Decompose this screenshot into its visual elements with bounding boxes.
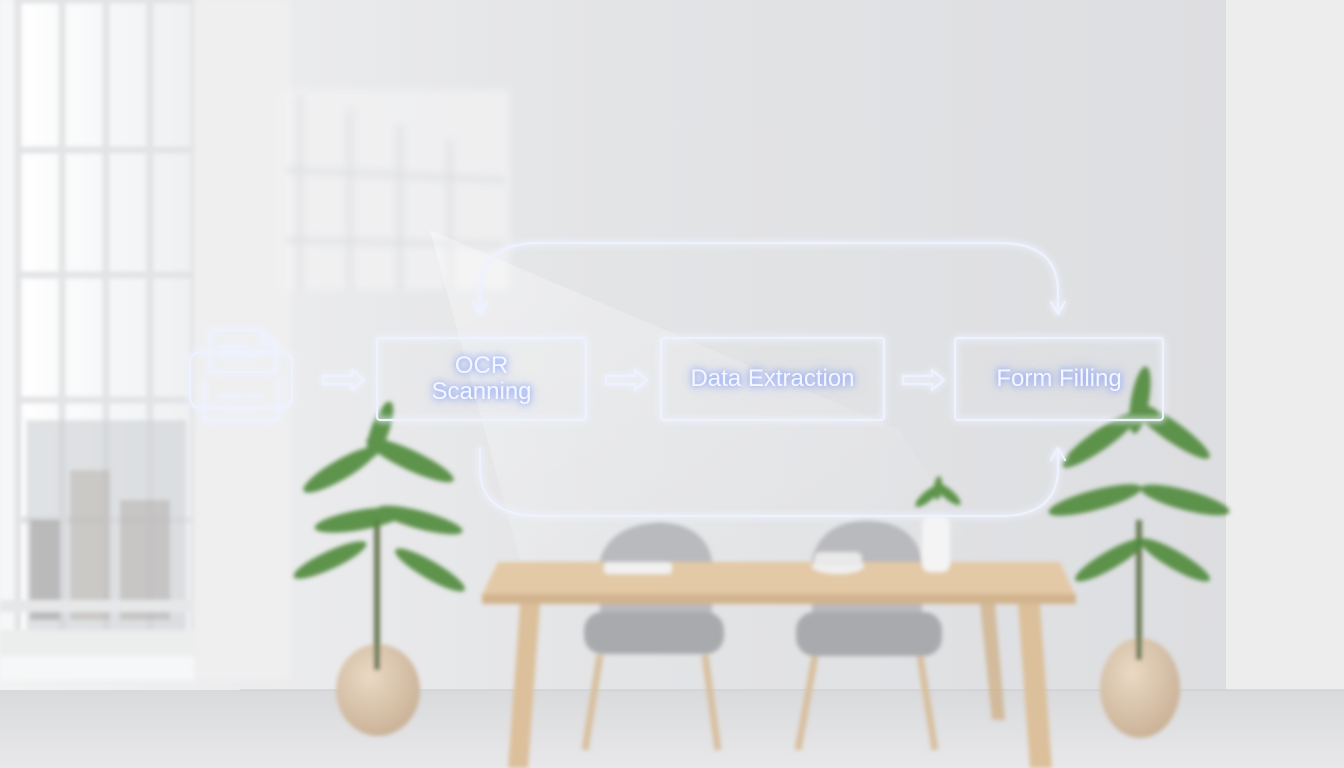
top-loop-connector bbox=[471, 241, 1067, 316]
node-form-filling-label: Form Filling bbox=[996, 365, 1122, 392]
node-data-extraction-label: Data Extraction bbox=[690, 365, 855, 392]
bottom-loop-connector bbox=[478, 446, 1067, 518]
node-form-filling-box bbox=[953, 336, 1165, 422]
scanner-document-icon bbox=[188, 328, 294, 422]
arrow-scanner-to-ocr bbox=[321, 368, 366, 392]
node-ocr-scanning-box bbox=[375, 336, 588, 422]
arrow-extraction-to-form bbox=[901, 368, 946, 392]
arrow-ocr-to-extraction bbox=[604, 368, 649, 392]
node-data-extraction-box bbox=[659, 336, 886, 422]
node-ocr-scanning-label: OCR Scanning bbox=[431, 352, 532, 405]
